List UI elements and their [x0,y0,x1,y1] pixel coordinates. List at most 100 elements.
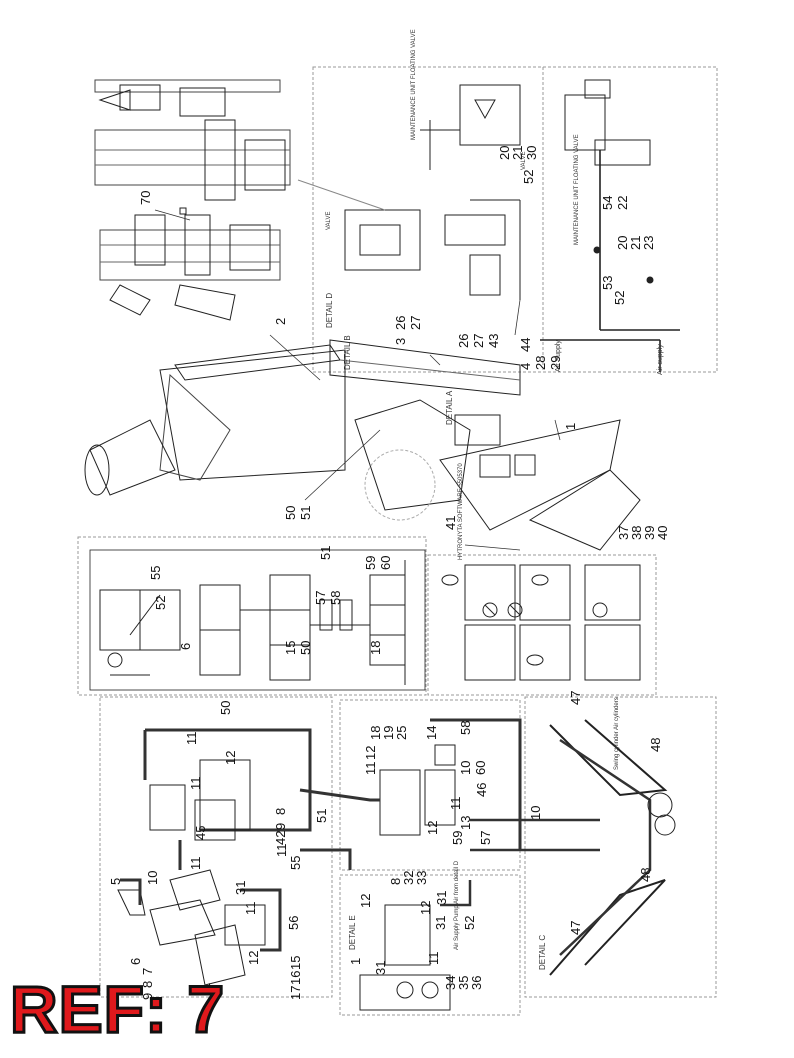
part-number-1: 1 [198,983,213,990]
part-number-46: 46 [474,783,489,797]
part-number-51: 51 [298,506,313,520]
part-number-10: 10 [145,871,160,885]
part-number-3: 3 [393,338,408,345]
part-number-19: 19 [381,726,396,740]
part-number-51: 51 [314,809,329,823]
part-number-16: 16 [288,971,303,985]
part-number-57: 57 [478,831,493,845]
part-number-26: 26 [393,316,408,330]
part-number-50: 50 [298,641,313,655]
part-number-60: 60 [473,761,488,775]
part-number-12: 12 [223,751,238,765]
part-number-57: 57 [313,591,328,605]
part-number-42: 42 [273,831,288,845]
part-number-22: 22 [615,196,630,210]
part-number-30: 30 [524,146,539,160]
part-number-11: 11 [274,844,289,858]
part-number-50: 50 [283,506,298,520]
part-number-25: 25 [394,726,409,740]
part-number-58: 58 [328,591,343,605]
part-number-20: 20 [497,146,512,160]
part-number-8: 8 [140,981,155,988]
part-number-2: 2 [273,318,288,325]
part-number-60: 60 [378,556,393,570]
part-number-31: 31 [434,891,449,905]
part-number-33: 33 [414,871,429,885]
main-housing [84,339,641,551]
caption-label: MAINTENANCE UNIT FLOATING VALVE [411,29,417,140]
part-number-47: 47 [568,691,583,705]
part-number-54: 54 [600,196,615,210]
part-number-11: 11 [184,732,199,746]
caption-label: DETAIL E [348,915,357,950]
caption-label: HYTRONYTA SOFTWARE 5505370 [458,463,464,560]
part-number-17: 17 [288,986,303,1000]
part-number-52: 52 [612,291,627,305]
detail-b-box [299,699,522,871]
part-number-8: 8 [388,878,403,885]
part-number-32: 32 [401,871,416,885]
part-number-15: 15 [283,641,298,655]
leader-lines [154,209,561,551]
part-number-18: 18 [368,641,383,655]
part-number-8: 8 [273,808,288,815]
part-number-12: 12 [246,951,261,965]
machine-top-views [94,79,291,321]
part-number-51: 51 [318,546,333,560]
part-number-52: 52 [462,916,477,930]
part-number-27: 27 [471,334,486,348]
part-number-53: 53 [600,276,615,290]
part-number-28: 28 [533,356,548,370]
part-number-56: 56 [286,916,301,930]
part-number-6: 6 [128,958,143,965]
detail-c-box [470,696,717,998]
part-number-55: 55 [288,856,303,870]
caption-label: Air Supply Pump Air from detail D [454,860,460,950]
part-number-14: 14 [424,726,439,740]
caption-label: VALVE [326,212,332,230]
part-number-39: 39 [642,526,657,540]
part-number-15: 15 [288,956,303,970]
part-number-59: 59 [450,831,465,845]
part-number-43: 43 [486,334,501,348]
part-number-58: 58 [458,721,473,735]
caption-label: DETAIL A [445,390,454,425]
part-number-31: 31 [233,881,248,895]
part-number-48: 48 [648,738,663,752]
part-number-10: 10 [458,761,473,775]
part-number-29: 29 [548,356,563,370]
part-number-59: 59 [363,556,378,570]
part-number-1: 1 [348,958,363,965]
caption-label: Air supply [657,344,664,375]
caption-label: Swing cylinder Air cylinders [614,697,620,770]
part-number-52: 52 [521,170,536,184]
part-number-7: 7 [140,968,155,975]
part-number-18: 18 [368,726,383,740]
caption-label: VALVE [521,152,527,170]
caption-label: DETAIL C [538,935,547,970]
part-number-36: 36 [469,976,484,990]
part-number-10: 10 [528,806,543,820]
part-number-50: 50 [218,701,233,715]
part-number-41: 41 [443,516,458,530]
part-number-9: 9 [273,823,288,830]
caption-label: DETAIL D [325,293,334,328]
control-panel-detail [427,554,657,696]
part-number-48: 48 [638,868,653,882]
part-number-12: 12 [358,894,373,908]
part-number-44: 44 [518,338,533,352]
part-number-5: 5 [108,878,123,885]
part-number-11: 11 [243,902,258,916]
caption-label: DETAIL B [343,335,352,370]
part-number-11: 11 [363,762,378,776]
part-number-40: 40 [655,526,670,540]
part-number-55: 55 [148,566,163,580]
part-number-26: 26 [456,334,471,348]
part-number-23: 23 [641,236,656,250]
part-number-21: 21 [628,236,643,250]
part-number-4: 4 [518,363,533,370]
part-number-12: 12 [425,821,440,835]
